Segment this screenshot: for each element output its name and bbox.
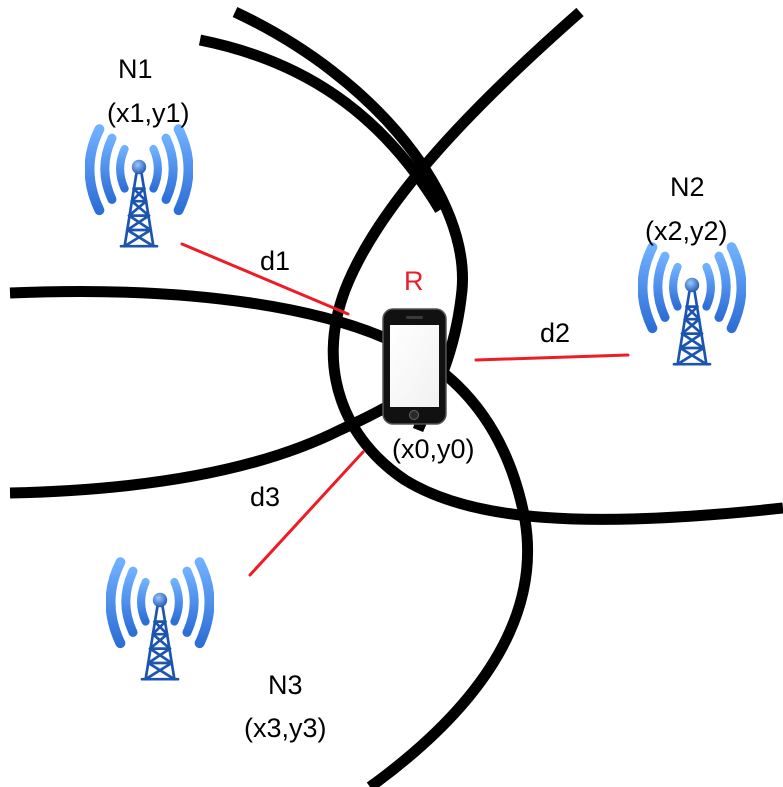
node-name-n2: N2 [670,172,705,202]
range-arc-n3 [9,286,534,787]
radio-tower-icon-n1 [90,129,189,246]
radio-tower-icon-n3 [111,562,210,679]
distance-label-d1: d1 [260,246,290,276]
node-coord-n3: (x3,y3) [244,713,327,743]
receiver-coord: (x0,y0) [392,434,475,464]
node-name-n1: N1 [118,54,153,84]
distance-line-d1 [180,242,350,316]
distance-label-d2: d2 [540,318,570,348]
node-coord-n2: (x2,y2) [645,216,728,246]
distance-line-d2 [474,353,630,362]
radio-tower-icon-n2 [643,247,742,364]
distance-line-d3 [248,450,365,577]
receiver-name: R [404,266,424,296]
node-name-n3: N3 [268,670,303,700]
range-arc-n3-lower [9,367,444,499]
smartphone-icon [382,308,447,425]
distance-label-d3: d3 [250,482,280,512]
distance-lines [180,242,630,577]
node-coord-n1: (x1,y1) [107,98,190,128]
range-arc-n2 [327,7,783,525]
